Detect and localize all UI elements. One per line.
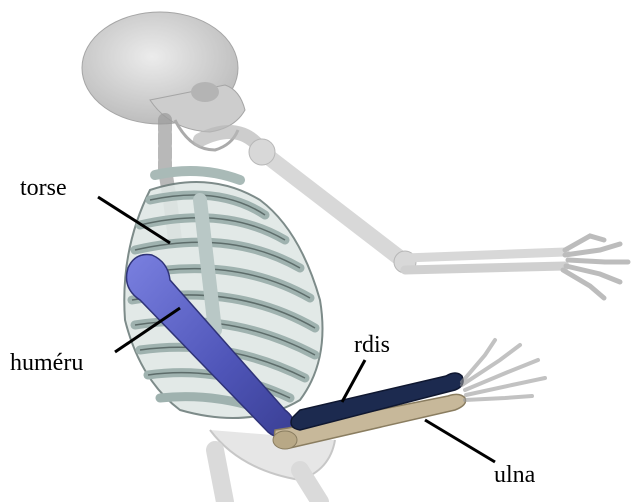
- radius-label: rdis: [354, 332, 390, 358]
- humerus-label: huméru: [10, 350, 83, 376]
- ulna-label: ulna: [494, 462, 536, 488]
- lower-hand: [462, 340, 545, 400]
- ulna-leader: [425, 420, 495, 462]
- torse-label: torse: [20, 175, 67, 201]
